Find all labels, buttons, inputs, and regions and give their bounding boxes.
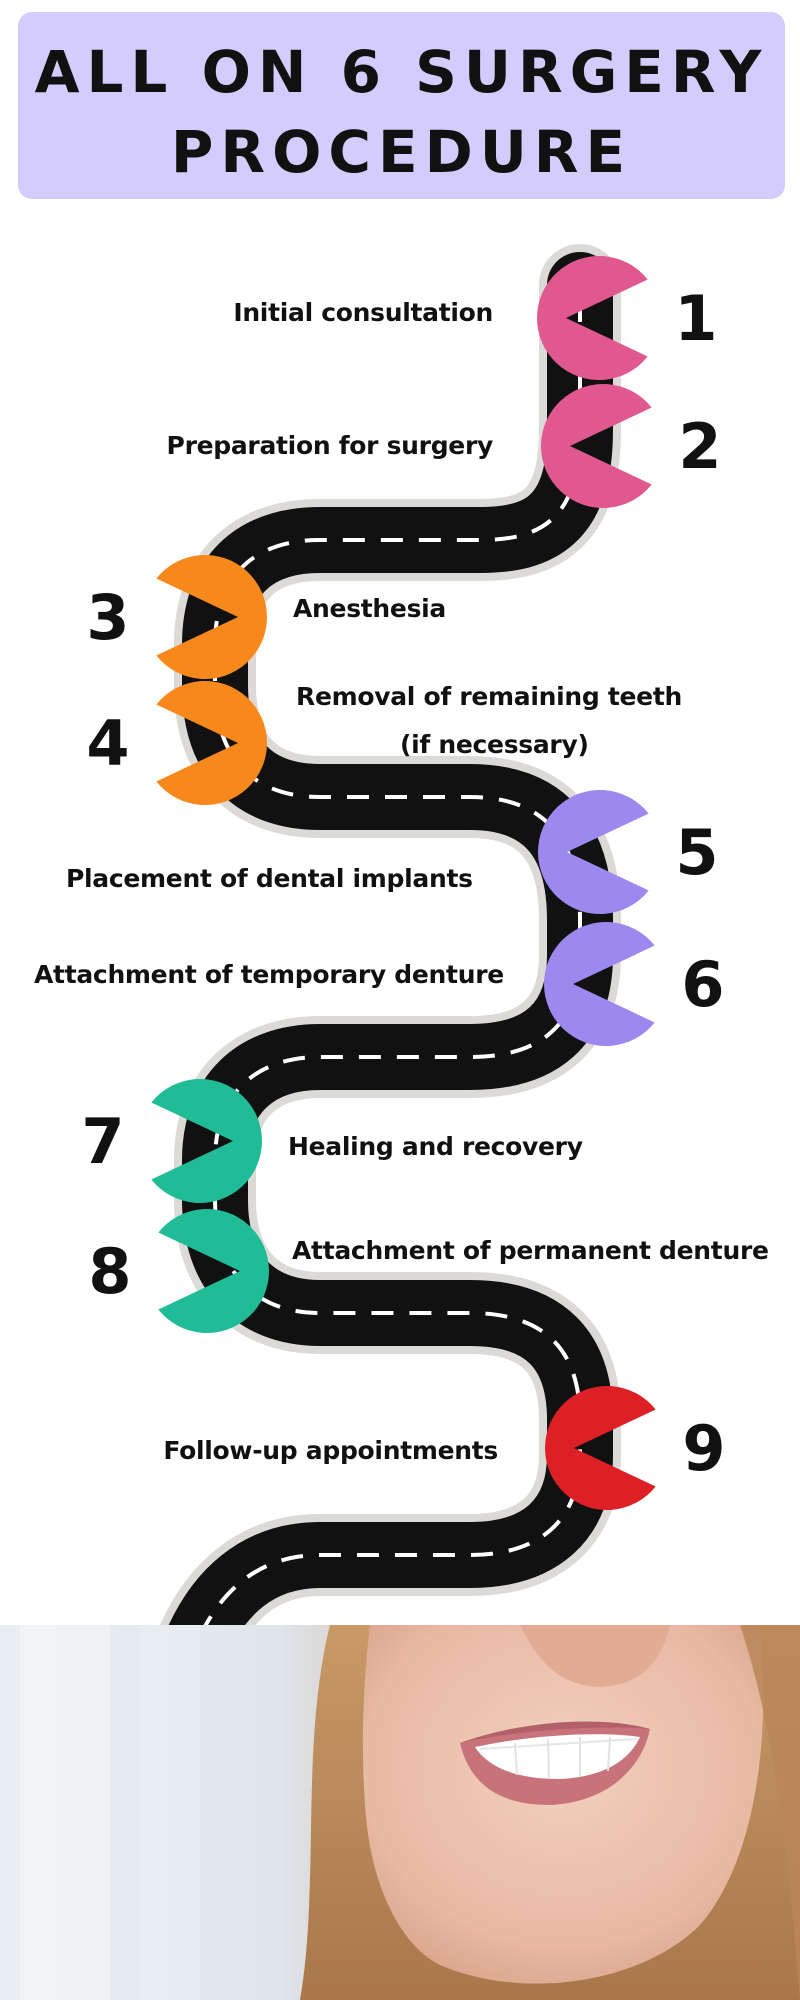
step-3-label: Anesthesia bbox=[293, 594, 447, 623]
road-body bbox=[168, 252, 613, 1625]
step-8-badge bbox=[65, 1226, 155, 1316]
step-8-number: 8 bbox=[88, 1235, 131, 1308]
step-4-label-continued: (if necessary) bbox=[400, 730, 589, 759]
step-8-label: Attachment of permanent denture bbox=[292, 1236, 769, 1265]
step-2-pin bbox=[540, 383, 652, 508]
step-5-number: 5 bbox=[675, 816, 718, 889]
step-7-marker: 7 bbox=[58, 1079, 263, 1203]
step-2-label: Preparation for surgery bbox=[166, 431, 494, 460]
step-2-number: 2 bbox=[678, 410, 721, 483]
winding-road: 1 2 3 4 5 6 7 8 9 bbox=[58, 244, 749, 1625]
step-3-badge bbox=[63, 572, 153, 662]
step-4-badge bbox=[63, 698, 153, 788]
step-1-marker: 1 bbox=[536, 255, 741, 380]
step-3-number: 3 bbox=[86, 581, 129, 654]
step-6-pin bbox=[543, 922, 655, 1046]
step-4-pin bbox=[156, 680, 268, 805]
step-8-marker: 8 bbox=[65, 1208, 270, 1333]
step-8-pin bbox=[158, 1208, 270, 1333]
step-5-marker: 5 bbox=[537, 789, 742, 914]
step-1-pin bbox=[536, 255, 648, 380]
step-4-number: 4 bbox=[86, 707, 129, 780]
step-2-marker: 2 bbox=[540, 383, 745, 508]
step-6-marker: 6 bbox=[543, 922, 748, 1046]
title-banner: ALL ON 6 SURGERY PROCEDURE bbox=[18, 12, 785, 199]
step-6-badge bbox=[658, 939, 748, 1029]
step-7-label: Healing and recovery bbox=[288, 1132, 583, 1161]
step-9-label: Follow-up appointments bbox=[163, 1436, 498, 1465]
step-4-label: Removal of remaining teeth bbox=[296, 682, 682, 711]
step-3-marker: 3 bbox=[63, 555, 268, 679]
step-7-pin bbox=[151, 1079, 263, 1203]
step-6-label: Attachment of temporary denture bbox=[34, 960, 504, 989]
step-6-number: 6 bbox=[681, 948, 724, 1021]
step-7-badge bbox=[58, 1096, 148, 1186]
step-9-badge bbox=[659, 1403, 749, 1493]
step-3-pin bbox=[156, 555, 268, 679]
step-9-marker: 9 bbox=[544, 1385, 749, 1510]
step-5-label: Placement of dental implants bbox=[66, 864, 473, 893]
step-2-badge bbox=[655, 401, 745, 491]
step-1-badge bbox=[651, 273, 741, 363]
step-9-pin bbox=[544, 1385, 656, 1510]
step-5-pin bbox=[537, 789, 649, 914]
title-line-2: PROCEDURE bbox=[170, 118, 633, 186]
step-5-badge bbox=[652, 807, 742, 897]
title-line-1: ALL ON 6 SURGERY bbox=[34, 38, 769, 106]
photo-illustration bbox=[0, 1625, 800, 2000]
smiling-woman-photo bbox=[0, 1625, 800, 2000]
step-4-marker: 4 bbox=[63, 680, 268, 805]
step-9-number: 9 bbox=[682, 1412, 725, 1485]
step-1-label: Initial consultation bbox=[233, 298, 493, 327]
step-1-number: 1 bbox=[674, 282, 717, 355]
road-edge bbox=[160, 244, 621, 1625]
step-7-number: 7 bbox=[81, 1105, 124, 1178]
